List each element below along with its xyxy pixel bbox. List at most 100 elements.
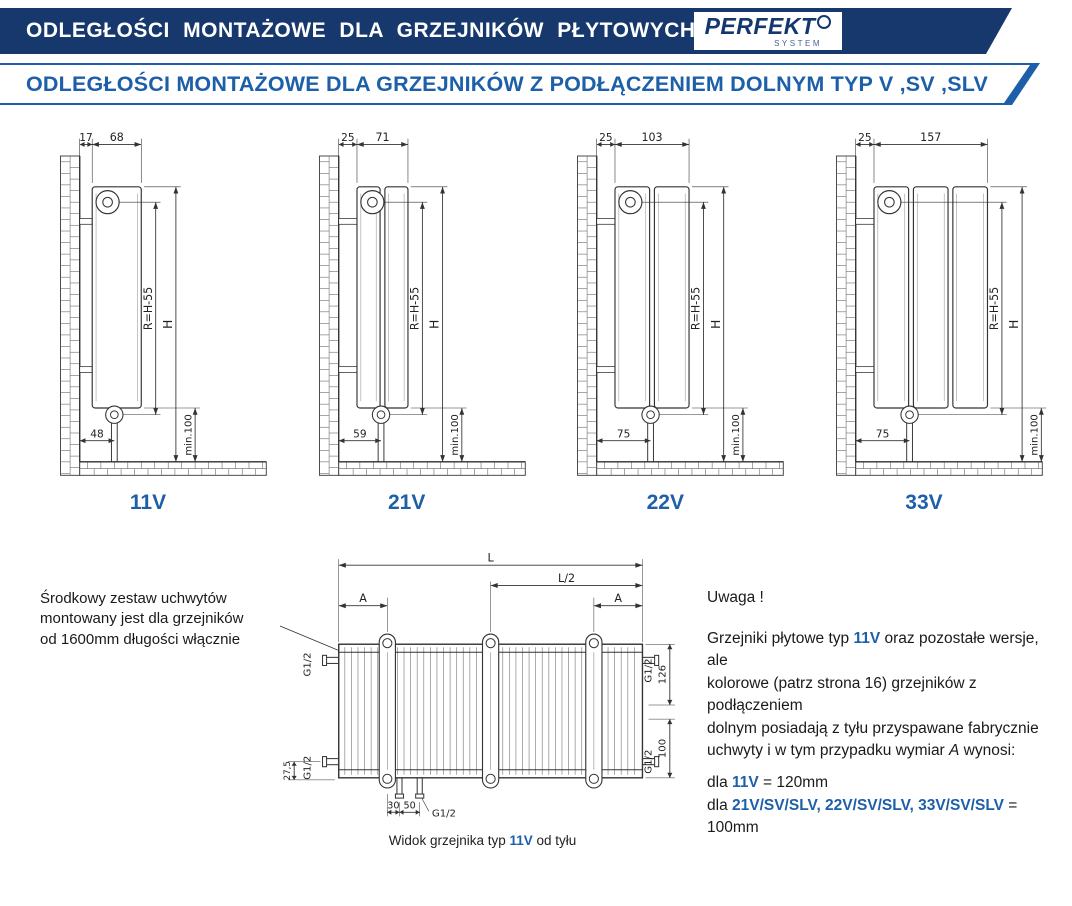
radiator-panel	[654, 186, 690, 409]
note-text: = 100mm	[707, 796, 1018, 837]
svg-text:G1/2: G1/2	[432, 808, 456, 819]
bottom-stub	[394, 793, 405, 799]
note-text: dolnym posiadają z tyłu przyspawane fabr…	[707, 719, 1039, 737]
svg-text:103: 103	[642, 131, 663, 144]
svg-text:H: H	[708, 320, 723, 329]
svg-text:G1/2: G1/2	[302, 756, 313, 780]
wall-hatch	[318, 155, 339, 476]
svg-text:48: 48	[90, 428, 103, 440]
bottom-section: Środkowy zestaw uchwytów montowany jest …	[0, 515, 1072, 850]
svg-text:min.100: min.100	[731, 414, 742, 455]
caption-prefix: Widok grzejnika typ	[388, 832, 510, 848]
svg-text:G1/2: G1/2	[644, 750, 655, 774]
note-text: Grzejniki płytowe typ	[707, 629, 854, 647]
svg-text:25: 25	[341, 132, 354, 144]
svg-text:27,5: 27,5	[283, 761, 293, 780]
svg-text:A: A	[359, 592, 367, 605]
pipe-stub	[654, 655, 660, 667]
svg-text:R=H-55: R=H-55	[142, 287, 155, 330]
note-type-11v: 11V	[732, 774, 759, 792]
subtitle-text: ODLEGŁOŚCI MONTAŻOWE DLA GRZEJNIKÓW Z PO…	[26, 71, 989, 96]
type-label-11V: 11V	[129, 491, 167, 515]
wall-bracket	[337, 366, 358, 373]
logo-mark-icon	[817, 14, 832, 29]
svg-text:75: 75	[617, 428, 630, 440]
wall-hatch	[577, 155, 598, 476]
svg-text:75: 75	[876, 428, 889, 440]
subtitle-bar: ODLEGŁOŚCI MONTAŻOWE DLA GRZEJNIKÓW Z PO…	[0, 63, 1040, 105]
note-type-11v: 11V	[853, 629, 881, 647]
svg-text:30: 30	[387, 801, 399, 812]
uwaga-values: dla 11V = 120mm dla 21V/SV/SLV, 22V/SV/S…	[707, 772, 1054, 839]
main-header: ODLEGŁOŚCI MONTAŻOWE DLA GRZEJNIKÓW PŁYT…	[0, 8, 1072, 105]
radiator-panel	[91, 186, 142, 409]
svg-text:50: 50	[403, 801, 415, 812]
floor-hatch	[337, 461, 526, 476]
logo-brand-text: PERFEKT	[704, 12, 816, 39]
svg-text:71: 71	[375, 131, 389, 144]
floor-hatch	[79, 461, 267, 476]
caption-type: 11V	[509, 832, 533, 848]
svg-text:68: 68	[110, 131, 124, 144]
uwaga-heading: Uwaga !	[707, 589, 764, 607]
logo-subtext: SYSTEM	[774, 38, 822, 48]
uwaga-paragraph: Grzejniki płytowe typ 11V oraz pozostałe…	[707, 628, 1054, 763]
svg-text:G1/2: G1/2	[644, 659, 655, 683]
svg-text:min.100: min.100	[1029, 414, 1040, 455]
note-line: montowany jest dla grzejników	[40, 610, 244, 628]
svg-text:H: H	[160, 320, 175, 329]
radiator-panel	[383, 186, 409, 409]
floor-hatch	[596, 461, 785, 476]
page-title: ODLEGŁOŚCI MONTAŻOWE DLA GRZEJNIKÓW PŁYT…	[26, 19, 696, 42]
floor-hatch	[855, 461, 1043, 476]
radiator-panel	[952, 186, 989, 409]
wall-hatch	[59, 155, 81, 476]
svg-text:L: L	[487, 552, 494, 565]
note-text: uchwyty i w tym przypadku wymiar	[707, 741, 950, 759]
svg-text:H: H	[1006, 320, 1021, 329]
bottom-stub	[415, 793, 425, 799]
center-bracket-note: Środkowy zestaw uchwytów montowany jest …	[40, 589, 268, 650]
svg-text:17: 17	[79, 132, 92, 144]
pipe-stub	[322, 756, 328, 768]
note-text: wynosi:	[959, 741, 1016, 759]
note-text: = 120mm	[758, 774, 829, 792]
logo-brand-row: PERFEKT	[700, 12, 836, 39]
wall-bracket	[79, 366, 93, 373]
svg-text:R=H-55: R=H-55	[988, 287, 1001, 330]
wall-bracket	[596, 218, 616, 225]
wall-bracket	[79, 218, 93, 225]
subtitle-bar-inner: ODLEGŁOŚCI MONTAŻOWE DLA GRZEJNIKÓW Z PO…	[0, 65, 1030, 103]
perfekt-logo: PERFEKT SYSTEM	[694, 12, 842, 50]
type-label-21V: 21V	[387, 491, 426, 515]
pipe-stub	[654, 756, 660, 768]
wall-bracket	[596, 366, 616, 373]
radiator-panel	[912, 186, 949, 409]
svg-text:R=H-55: R=H-55	[690, 287, 703, 330]
radiator-panel	[614, 186, 651, 409]
svg-text:A: A	[614, 592, 622, 605]
rear-view-caption: Widok grzejnika typ 11V od tyłu	[389, 833, 577, 848]
uwaga-note: Uwaga ! Grzejniki płytowe typ 11V oraz p…	[707, 587, 1054, 850]
radiator-panel	[356, 186, 381, 409]
svg-text:126: 126	[658, 665, 669, 684]
wall-bracket	[855, 366, 875, 373]
svg-text:min.100: min.100	[183, 414, 194, 455]
svg-text:L/2: L/2	[558, 572, 575, 585]
svg-text:25: 25	[599, 132, 612, 144]
type-label-22V: 22V	[646, 491, 684, 515]
pipe-stub	[322, 655, 328, 667]
caption-suffix: od tyłu	[532, 832, 577, 848]
title-bar: ODLEGŁOŚCI MONTAŻOWE DLA GRZEJNIKÓW PŁYT…	[0, 8, 1012, 54]
note-text: kolorowe (patrz strona 16) grzejników z …	[707, 674, 977, 715]
note-dim-a: A	[949, 741, 960, 759]
